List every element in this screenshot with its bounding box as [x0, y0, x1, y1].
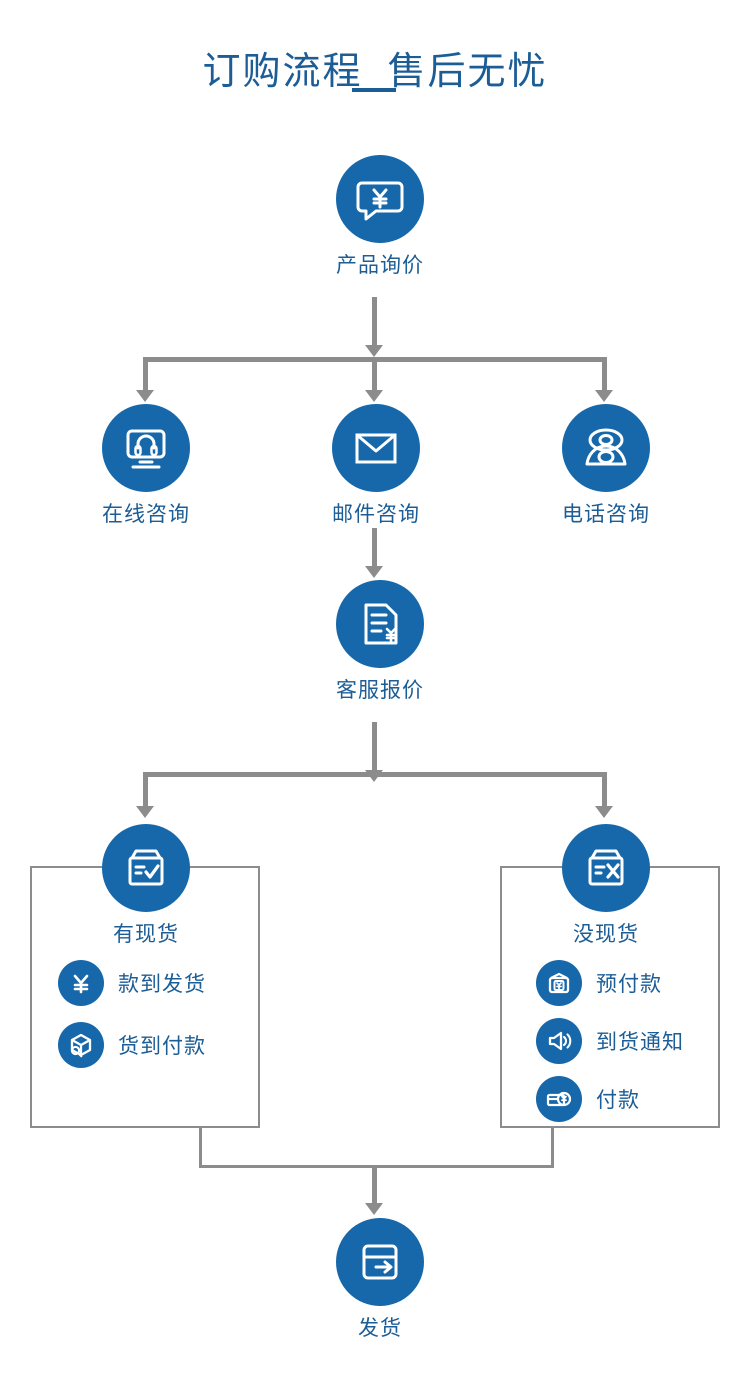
node-email-consult[interactable]: 邮件咨询: [286, 404, 466, 527]
connector-bus-mid-drop: [372, 357, 377, 397]
option-list: 款到发货 货到付款: [58, 960, 284, 1068]
node-shipment[interactable]: 发货: [290, 1218, 470, 1341]
title-underline-accent: [352, 88, 396, 92]
node-label: 有现货: [113, 923, 179, 946]
connector-bus-right-drop: [602, 357, 607, 397]
node-phone-consult[interactable]: 电话咨询: [516, 404, 696, 527]
box-arrow-out-icon: [336, 1218, 424, 1306]
node-out-of-stock[interactable]: 没现货: [516, 824, 696, 947]
box-cross-icon: [562, 824, 650, 912]
list-item-cash-on-delivery[interactable]: 货到付款: [58, 1022, 284, 1068]
option-label: 付款: [596, 1089, 640, 1112]
node-label: 没现货: [573, 923, 639, 946]
list-item-payment[interactable]: 付款: [536, 1076, 750, 1122]
node-online-consult[interactable]: 在线咨询: [56, 404, 236, 527]
node-label: 邮件咨询: [332, 503, 420, 526]
speaker-announce-icon: [536, 1018, 582, 1064]
connector-bus-stock: [143, 772, 607, 777]
node-label: 在线咨询: [102, 503, 190, 526]
connector-bus-left-drop: [143, 357, 148, 397]
connector-quote-to-bus: [372, 722, 377, 770]
branch-options-out-of-stock: 预付款 到货通知: [502, 960, 750, 1122]
node-product-inquiry[interactable]: 产品询价: [290, 155, 470, 278]
node-service-quote[interactable]: 客服报价: [290, 580, 470, 703]
connector-right-box-merge-down: [551, 1128, 554, 1168]
arrow-head-out-of-stock: [595, 806, 613, 818]
connector-bus-stock-right-drop: [602, 772, 607, 812]
arrow-head-phone: [595, 390, 613, 402]
branch-options-in-stock: 款到发货 货到付款: [32, 960, 284, 1068]
connector-email-to-quote: [372, 528, 377, 566]
page-title-text: 订购流程 售后无忧: [202, 51, 548, 93]
node-label: 客服报价: [336, 679, 424, 702]
node-label: 产品询价: [336, 254, 424, 277]
speech-bubble-yen-icon: [336, 155, 424, 243]
option-list: 预付款 到货通知: [536, 960, 750, 1122]
arrow-head-ship: [365, 1203, 383, 1215]
arrow-head-email: [365, 390, 383, 402]
wallet-yen-icon: [536, 960, 582, 1006]
option-label: 款到发货: [118, 973, 206, 996]
list-item-arrival-notice[interactable]: 到货通知: [536, 1018, 750, 1064]
list-item-prepayment[interactable]: 预付款: [536, 960, 750, 1006]
option-label: 货到付款: [118, 1035, 206, 1058]
list-item-payment-then-ship[interactable]: 款到发货: [58, 960, 284, 1006]
monitor-headset-icon: [102, 404, 190, 492]
box-check-icon: [102, 824, 190, 912]
arrow-head-in-stock: [136, 806, 154, 818]
telephone-icon: [562, 404, 650, 492]
branch-box-in-stock: 款到发货 货到付款: [30, 866, 260, 1128]
connector-start-to-bus: [372, 297, 377, 345]
connector-bus-stock-left-drop: [143, 772, 148, 812]
arrow-head-start: [365, 345, 383, 357]
arrow-head-online: [136, 390, 154, 402]
option-label: 预付款: [596, 973, 662, 996]
node-in-stock[interactable]: 有现货: [56, 824, 236, 947]
node-label: 发货: [358, 1317, 402, 1340]
option-label: 到货通知: [596, 1031, 684, 1054]
page-title: 订购流程 售后无忧: [0, 40, 750, 95]
card-yen-icon: [536, 1076, 582, 1122]
yen-symbol-icon: [58, 960, 104, 1006]
branch-box-out-of-stock: 预付款 到货通知: [500, 866, 720, 1128]
connector-left-box-merge-down: [199, 1128, 202, 1168]
parcel-search-icon: [58, 1022, 104, 1068]
invoice-yen-icon: [336, 580, 424, 668]
node-label: 电话咨询: [562, 503, 650, 526]
connector-merge-to-ship: [372, 1165, 377, 1207]
arrow-head-quote: [365, 566, 383, 578]
envelope-icon: [332, 404, 420, 492]
